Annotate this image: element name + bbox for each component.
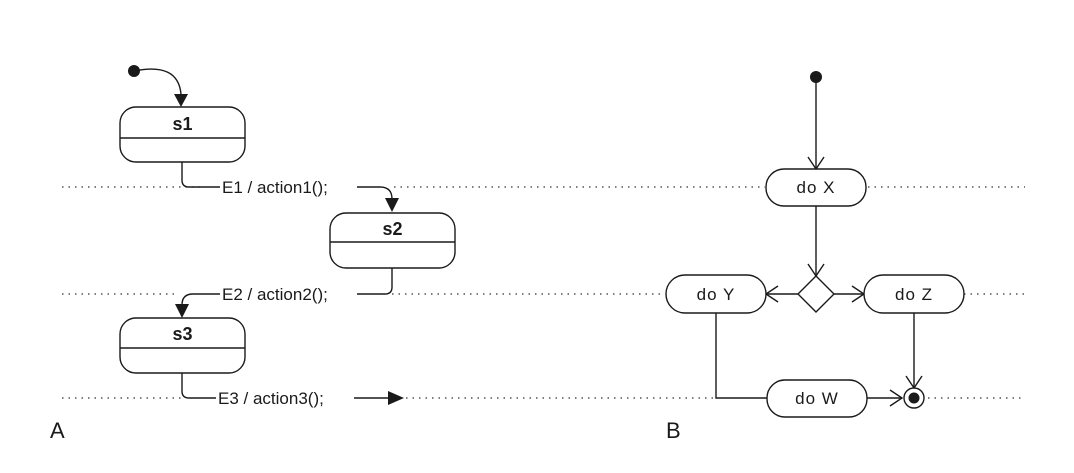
- action-label: do Y: [697, 285, 736, 304]
- panel-label-a: A: [50, 418, 65, 443]
- transition-line: [181, 293, 220, 306]
- arrowhead-icon: [385, 198, 399, 212]
- action-do-x[interactable]: do X: [765, 168, 867, 207]
- action-do-w[interactable]: do W: [766, 379, 868, 418]
- panel-label-b: B: [666, 418, 681, 443]
- arrowhead-icon: [175, 304, 189, 318]
- state-s1[interactable]: s1: [119, 106, 246, 163]
- transition-e2[interactable]: E2 / action2();: [175, 268, 393, 318]
- transition-label: E3 / action3();: [218, 389, 324, 408]
- action-label: do X: [797, 178, 836, 197]
- arrowhead-icon: [388, 391, 404, 405]
- transition-line: [357, 186, 393, 200]
- final-node: [903, 387, 925, 409]
- open-arrowhead-icon: [889, 389, 904, 407]
- decision-node: [797, 275, 835, 313]
- guide-lines: [62, 186, 1025, 399]
- state-name: s1: [172, 114, 192, 134]
- final-node-dot: [908, 392, 920, 404]
- activity-panel: do X do Y do Z do W: [665, 71, 965, 443]
- state-machine-panel: s1 E1 / action1(); s2 E2 / action2(); s3: [50, 65, 456, 443]
- flow-line: [715, 313, 767, 399]
- transition-label: E1 / action1();: [222, 178, 328, 197]
- transition-line: [357, 268, 393, 295]
- state-name: s2: [382, 219, 402, 239]
- state-name: s3: [172, 324, 192, 344]
- transition-label: E2 / action2();: [222, 285, 328, 304]
- action-do-y[interactable]: do Y: [665, 274, 767, 314]
- action-label: do Z: [895, 285, 933, 304]
- transition-e1[interactable]: E1 / action1();: [181, 162, 399, 212]
- transition-line: [181, 162, 220, 188]
- action-do-z[interactable]: do Z: [863, 274, 965, 314]
- arrowhead-icon: [174, 94, 188, 107]
- state-s2[interactable]: s2: [329, 212, 456, 269]
- action-label: do W: [795, 389, 839, 408]
- state-s3[interactable]: s3: [119, 317, 246, 374]
- transition-e3[interactable]: E3 / action3();: [181, 373, 404, 408]
- transition-line: [181, 373, 216, 399]
- initial-transition: [133, 68, 182, 95]
